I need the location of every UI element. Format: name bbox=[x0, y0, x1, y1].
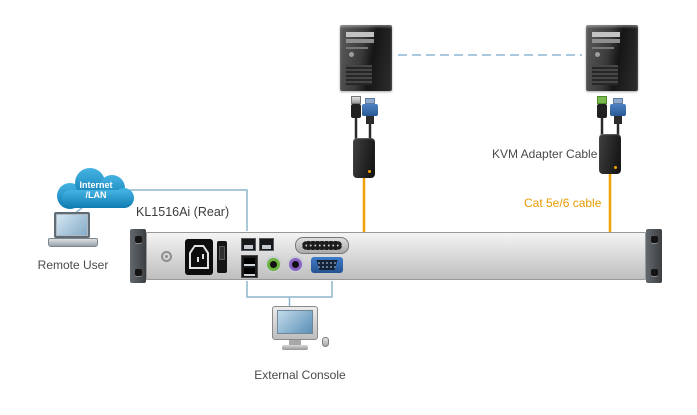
vga-plug-icon bbox=[362, 98, 378, 124]
power-inlet-pins bbox=[202, 254, 204, 259]
mounting-hole bbox=[135, 236, 142, 243]
computer-tower-2-icon bbox=[586, 25, 638, 91]
kvm-adapter-1-icon bbox=[353, 138, 375, 178]
usb-plug-tip bbox=[351, 96, 361, 104]
vent-grille-icon bbox=[346, 65, 372, 85]
vga-plug-body bbox=[610, 104, 626, 116]
db25-port-icon bbox=[295, 237, 349, 254]
console-bracket-line bbox=[246, 281, 333, 307]
mounting-hole bbox=[135, 269, 142, 276]
mouse-icon bbox=[322, 337, 329, 347]
kvm-adapter-2-icon bbox=[599, 134, 621, 174]
power-inlet-icon bbox=[185, 239, 213, 275]
monitor-base bbox=[282, 345, 308, 350]
ps2-plug-tip bbox=[597, 96, 607, 104]
usb-port bbox=[244, 268, 255, 276]
computer-tower-1-icon bbox=[340, 25, 392, 91]
vent-grille-icon bbox=[592, 65, 618, 85]
vga-port-icon bbox=[311, 257, 343, 273]
laptop-base bbox=[48, 238, 98, 247]
cloud-label: Internet /LAN bbox=[52, 180, 140, 200]
ps2-keyboard-port-icon bbox=[287, 256, 304, 273]
ps2-core bbox=[292, 261, 299, 268]
drive-slot-icon bbox=[346, 47, 368, 49]
vga-plug-icon bbox=[610, 98, 626, 124]
serial-port-icon bbox=[259, 238, 274, 251]
drive-slot-icon bbox=[592, 47, 614, 49]
remote-user-label: Remote User bbox=[37, 258, 109, 272]
lan-port-icon bbox=[241, 238, 256, 251]
vga-plug-boot bbox=[366, 116, 374, 124]
monitor-screen bbox=[277, 310, 313, 334]
vga-pin-field bbox=[316, 260, 338, 270]
status-led-icon bbox=[368, 170, 371, 173]
db25-pin-field bbox=[302, 241, 342, 250]
ps2-core bbox=[270, 261, 277, 268]
vga-plug-tip bbox=[365, 98, 375, 104]
vga-plug-boot bbox=[614, 116, 622, 124]
kvm-adapter-cable-label: KVM Adapter Cable bbox=[492, 147, 598, 161]
external-console-label: External Console bbox=[254, 368, 346, 382]
cat-cable-label: Cat 5e/6 cable bbox=[524, 196, 602, 210]
drive-bay-icon bbox=[592, 32, 620, 37]
power-switch-rocker bbox=[219, 246, 225, 260]
brand-logo-icon bbox=[161, 251, 172, 262]
rack-ear-right bbox=[646, 229, 662, 283]
laptop-screen bbox=[57, 215, 87, 235]
drive-bay-icon bbox=[346, 39, 374, 43]
ps2-plug-icon bbox=[597, 96, 607, 118]
cloud-label-line1: Internet bbox=[79, 180, 113, 190]
usb-plug-icon bbox=[351, 96, 361, 118]
internet-cloud-icon bbox=[57, 168, 134, 209]
kvm-switch-rear-panel bbox=[146, 232, 646, 280]
rack-ear-left bbox=[130, 229, 146, 283]
usb-plug-body bbox=[351, 104, 361, 118]
power-switch-icon bbox=[217, 241, 227, 273]
drive-bay-icon bbox=[592, 39, 620, 43]
cloud-label-line2: /LAN bbox=[85, 190, 107, 200]
usb-port bbox=[244, 258, 255, 266]
mounting-hole bbox=[651, 269, 658, 276]
lan-connection-line bbox=[130, 189, 248, 231]
monitor-neck bbox=[289, 340, 301, 345]
ps2-plug-body bbox=[597, 104, 607, 118]
drive-bay-icon bbox=[346, 32, 374, 37]
laptop-icon bbox=[54, 212, 90, 238]
mounting-hole bbox=[651, 236, 658, 243]
ps2-mouse-port-icon bbox=[265, 256, 282, 273]
power-button-icon bbox=[595, 52, 600, 57]
device-title-label: KL1516Ai (Rear) bbox=[136, 205, 230, 219]
power-inlet-socket bbox=[191, 247, 207, 267]
vga-plug-tip bbox=[613, 98, 623, 104]
status-led-icon bbox=[614, 166, 617, 169]
external-console-monitor-icon bbox=[272, 306, 318, 340]
vga-plug-body bbox=[362, 104, 378, 116]
power-button-icon bbox=[349, 52, 354, 57]
usb-ports-icon bbox=[241, 255, 258, 278]
